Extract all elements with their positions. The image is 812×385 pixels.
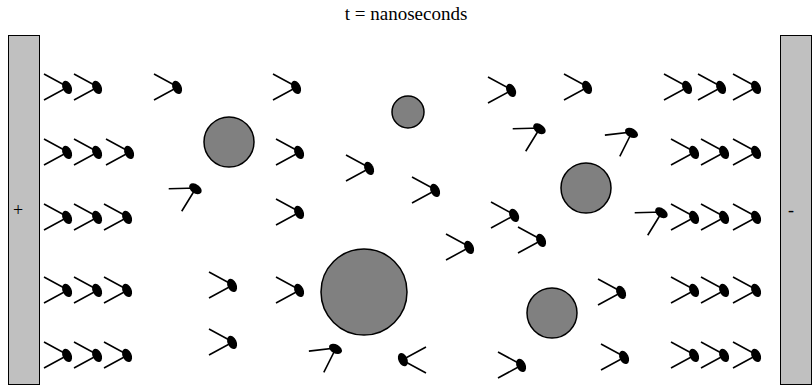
ion [561, 163, 611, 213]
water-molecule [74, 139, 104, 165]
ion-group [204, 96, 611, 338]
water-molecule [498, 352, 528, 378]
water-molecule [396, 347, 426, 373]
water-molecule [518, 227, 548, 253]
water-molecule [733, 277, 763, 303]
water-molecule [733, 204, 763, 230]
water-molecule [209, 272, 239, 298]
ion [321, 249, 407, 335]
water-molecule [605, 118, 645, 157]
water-molecule [513, 114, 552, 152]
polarity-sign: - [788, 201, 794, 219]
water-molecule [701, 139, 731, 165]
water-molecule [44, 74, 74, 100]
water-molecule [671, 277, 701, 303]
water-molecule [104, 342, 134, 368]
water-molecule [104, 277, 134, 303]
water-molecule [209, 329, 239, 355]
water-molecule [664, 74, 694, 100]
water-molecule [309, 334, 349, 373]
water-molecule [74, 342, 104, 368]
water-molecule [635, 198, 674, 236]
water-molecule [412, 177, 442, 203]
water-molecule [701, 342, 731, 368]
water-molecule [671, 204, 701, 230]
negative-electrode: - [780, 35, 812, 385]
water-molecule [106, 139, 136, 165]
water-molecule [169, 174, 208, 212]
water-molecule [104, 204, 134, 230]
positive-electrode: + [8, 35, 40, 385]
water-molecule [733, 139, 763, 165]
water-molecule [491, 202, 521, 228]
water-molecule [44, 204, 74, 230]
water-molecule [276, 199, 306, 225]
water-molecule [733, 342, 763, 368]
water-molecule [44, 342, 74, 368]
water-molecule [601, 344, 631, 370]
water-molecules [44, 74, 763, 378]
water-molecule [564, 74, 594, 100]
water-molecule [671, 342, 701, 368]
polarity-sign: + [13, 201, 23, 219]
water-molecule [446, 234, 476, 260]
water-molecule [346, 155, 376, 181]
water-molecule [701, 277, 731, 303]
ion [392, 96, 424, 128]
water-molecule [598, 279, 628, 305]
water-molecule [74, 204, 104, 230]
water-molecule [488, 77, 518, 103]
water-molecule [701, 204, 731, 230]
water-molecule [74, 277, 104, 303]
water-molecule [698, 74, 728, 100]
water-molecule [74, 74, 104, 100]
water-molecule [276, 277, 306, 303]
water-molecule [44, 139, 74, 165]
water-molecule [276, 139, 306, 165]
ion [204, 117, 254, 167]
water-molecule [671, 139, 701, 165]
water-molecule [273, 74, 303, 100]
water-molecule [154, 74, 184, 100]
ion [527, 288, 577, 338]
water-molecule [733, 74, 763, 100]
water-molecule [44, 277, 74, 303]
time-heading: t = nanoseconds [0, 3, 812, 25]
